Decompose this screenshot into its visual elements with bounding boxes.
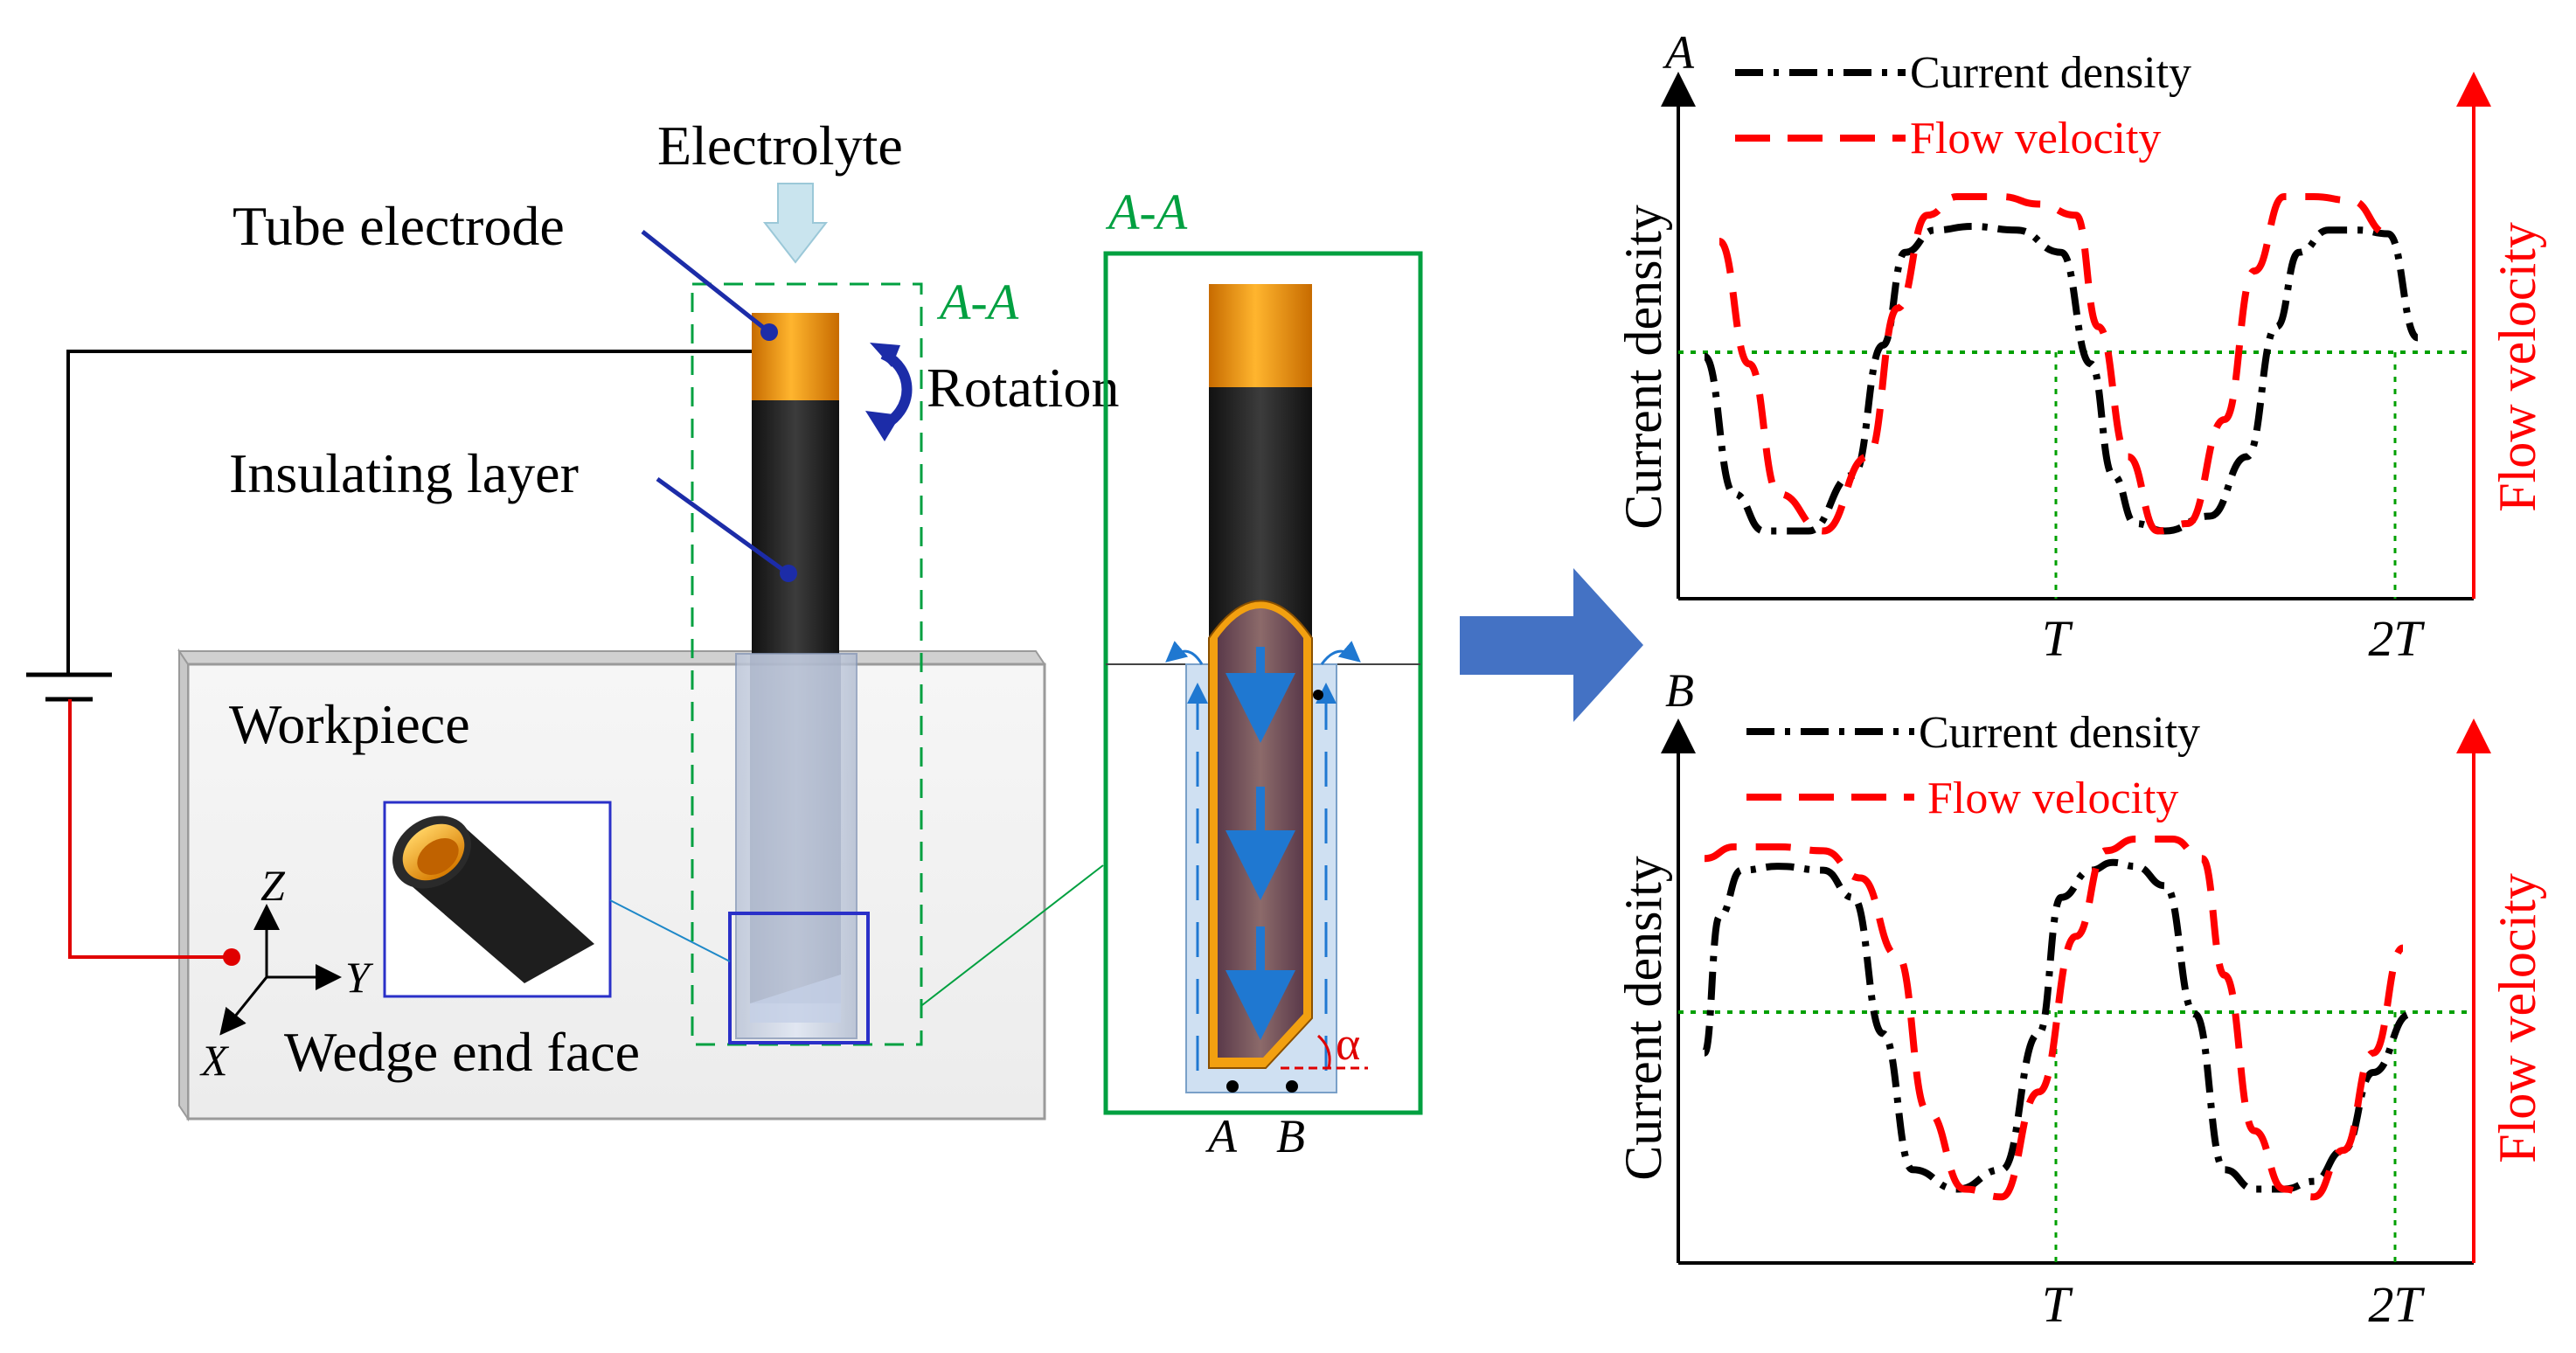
point-b-marker bbox=[1286, 1080, 1298, 1093]
chart-b-ylabel: Current density bbox=[1614, 856, 1672, 1181]
chart-b-y2label: Flow velocity bbox=[2489, 873, 2546, 1163]
coordinate-axes bbox=[219, 904, 342, 1036]
wedge-region-frame bbox=[728, 912, 870, 1044]
tube-electrode-label: Tube electrode bbox=[233, 195, 565, 257]
section-view-title: A-A bbox=[1105, 184, 1188, 240]
point-b-label: B bbox=[1276, 1110, 1305, 1162]
chart-a-legend-current: Current density bbox=[1910, 48, 2191, 98]
chart-a-legend-flow: Flow velocity bbox=[1910, 114, 2161, 163]
section-copper-top bbox=[1209, 284, 1312, 387]
wedge-inset-icon bbox=[392, 815, 594, 983]
rotation-arrow-icon bbox=[865, 343, 913, 441]
electrolyte-arrow-icon bbox=[762, 183, 829, 264]
axis-x-label: X bbox=[199, 1036, 230, 1085]
chart-b-tick-2t: 2T bbox=[2368, 1276, 2425, 1333]
chart-b-legend-flow: Flow velocity bbox=[1927, 774, 2178, 823]
chart-a-series-current-density bbox=[1702, 222, 2420, 535]
wedge-end-face-label: Wedge end face bbox=[284, 1021, 640, 1083]
chart-panel-b: B Current density Flow velocity Current … bbox=[1614, 664, 2546, 1333]
section-cut-label: A-A bbox=[936, 274, 1019, 330]
angle-alpha-label: α bbox=[1336, 1017, 1360, 1070]
axis-y-label: Y bbox=[345, 953, 374, 1002]
point-a-label: A bbox=[1205, 1110, 1238, 1162]
point-a-marker bbox=[1226, 1080, 1239, 1093]
transition-arrow-icon bbox=[1460, 568, 1643, 722]
workpiece-label: Workpiece bbox=[229, 693, 470, 755]
chart-a-ylabel: Current density bbox=[1614, 205, 1672, 530]
angle-arc bbox=[1316, 1034, 1331, 1069]
tube-electrode-leader bbox=[641, 230, 771, 334]
workpiece-block bbox=[177, 648, 1046, 1122]
workpiece-terminal bbox=[223, 948, 240, 966]
section-view-panel: A-A α A B bbox=[1103, 184, 1423, 1162]
insulating-layer-label: Insulating layer bbox=[229, 442, 579, 504]
chart-b-panel-label: B bbox=[1665, 664, 1694, 717]
chart-b-tick-t: T bbox=[2042, 1276, 2073, 1333]
chart-a-panel-label: A bbox=[1663, 26, 1695, 79]
section-leader bbox=[921, 864, 1104, 1006]
chart-panel-a: A Current density Flow velocity Current … bbox=[1614, 26, 2546, 667]
chart-b-series-flow-velocity bbox=[1704, 836, 2405, 1201]
chart-b-legend-current: Current density bbox=[1919, 708, 2200, 758]
chart-a-series-flow-velocity bbox=[1717, 193, 2389, 535]
axis-z-label: Z bbox=[260, 861, 286, 910]
inset-leader bbox=[609, 899, 731, 962]
electrolyte-label: Electrolyte bbox=[657, 114, 903, 177]
chart-a-tick-t: T bbox=[2042, 610, 2073, 667]
schematic-panel: Electrolyte Tube electrode Rotation Insu… bbox=[26, 114, 1119, 1122]
chart-a-tick-2t: 2T bbox=[2368, 610, 2425, 667]
chart-a-y2label: Flow velocity bbox=[2489, 222, 2546, 512]
insulating-sleeve bbox=[752, 400, 839, 654]
section-view-frame bbox=[1103, 251, 1423, 1115]
rotation-label: Rotation bbox=[927, 357, 1119, 419]
tube-electrode bbox=[735, 313, 858, 1039]
insulating-layer-leader bbox=[656, 476, 788, 575]
gap-flow-arrows bbox=[1165, 641, 1361, 1071]
